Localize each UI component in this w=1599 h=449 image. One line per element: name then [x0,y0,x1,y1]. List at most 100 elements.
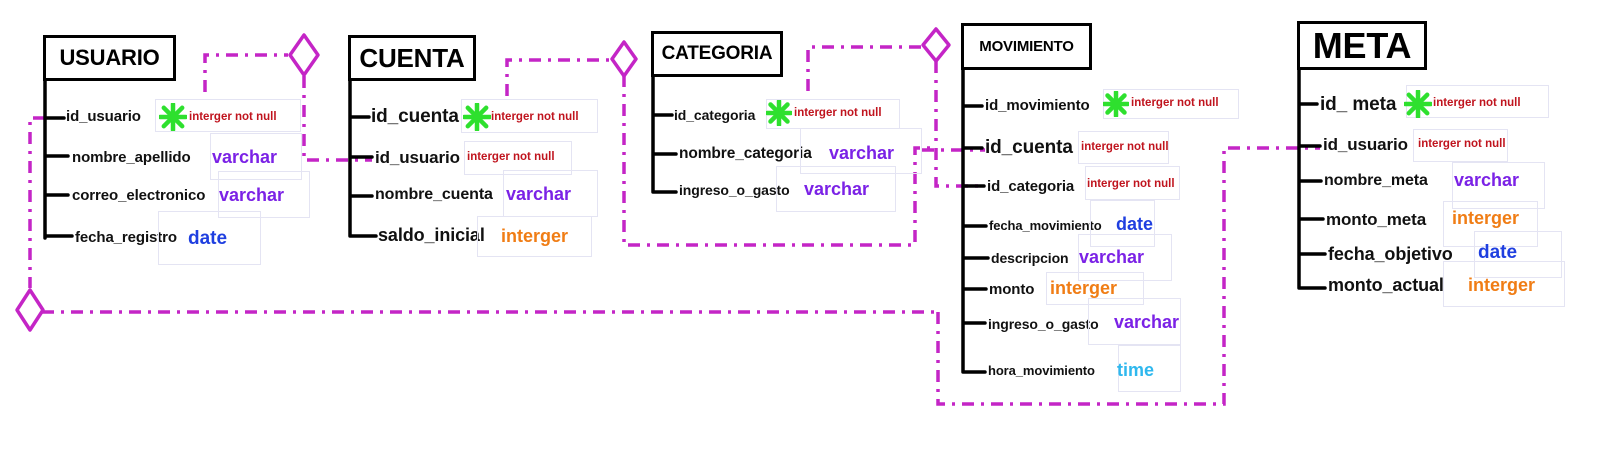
type-interger: interger [1452,208,1520,228]
type-interger: interger [501,226,569,246]
type-box [1443,201,1538,247]
green-asterisk-shape [1402,88,1434,120]
field-usuario-nombre-apellido: nombre_apellido [72,149,191,166]
type-date: date [188,228,228,249]
type-box [1118,345,1181,392]
type-not-null: interger not null [189,111,277,123]
field-cuenta-id-usuario: id_usuario [375,148,460,167]
table-usuario-title: USUARIO [43,35,176,81]
type-varchar: varchar [1114,312,1180,332]
meta-spine [1297,68,1327,290]
field-movimiento-fecha-movimiento: fecha_movimiento [989,218,1102,233]
field-usuario-id-usuario: id_usuario [66,108,141,125]
field-movimiento-id-movimiento: id_movimiento [985,97,1090,114]
field-movimiento-id-cuenta: id_cuenta [985,137,1073,158]
diamond-icon [610,40,638,78]
type-varchar: varchar [829,143,895,163]
field-movimiento-descripcion: descripcion [991,250,1069,266]
type-box [1452,162,1545,209]
field-meta-monto-actual: monto_actual [1328,275,1444,295]
type-box [1443,261,1565,307]
type-box [218,171,310,218]
type-varchar: varchar [212,147,278,167]
asterisk-stroke [1105,93,1127,115]
type-not-null: interger not null [794,107,882,119]
diamond-icon [15,288,45,332]
type-varchar: varchar [219,185,285,205]
type-not-null: interger not null [1433,97,1521,109]
green-asterisk-icon [1402,88,1434,120]
field-usuario-correo-electronico: correo_electronico [72,187,206,204]
type-box [210,133,302,180]
usuario-spine [43,79,74,240]
diamond-icon [288,33,320,77]
type-not-null: interger not null [467,151,555,163]
field-categoria-nombre-categoria: nombre_categoria [679,145,812,162]
categoria-spine [651,75,678,194]
cuenta-categoria-connector [505,58,933,247]
type-box [1046,272,1144,305]
field-usuario-fecha-registro: fecha_registro [75,229,177,246]
type-box [1406,85,1549,118]
type-box [158,211,261,265]
type-box [464,141,572,175]
table-cuenta-title: CUENTA [348,35,476,81]
type-box [776,166,896,212]
field-cuenta-nombre-cuenta: nombre_cuenta [375,186,493,203]
movimiento-meta-connector [936,146,1320,406]
type-box [1078,234,1172,281]
diamond-icon [921,27,951,63]
green-asterisk-shape [157,101,189,133]
movimiento-spine [961,68,990,374]
type-varchar: varchar [804,179,870,199]
green-asterisk-shape [764,98,794,128]
field-meta-id-meta: id_ meta [1320,94,1397,115]
field-movimiento-monto: monto [989,281,1035,298]
cuenta-spine [348,79,378,238]
asterisk-stroke [768,102,790,124]
type-not-null: interger not null [1131,97,1219,109]
table-movimiento-title: MOVIMIENTO [961,23,1092,70]
green-asterisk-icon [157,101,189,133]
usuario-cuenta-connector [203,53,372,162]
type-box [1413,129,1508,162]
type-box [461,99,598,133]
field-cuenta-saldo-inicial: saldo_inicial [378,225,485,245]
type-box [1090,200,1155,247]
field-cuenta-id-cuenta: id_cuenta [371,106,459,127]
type-varchar: varchar [1079,247,1145,267]
field-meta-id-usuario: id_usuario [1323,135,1408,154]
type-box [1078,131,1169,164]
type-time: time [1117,360,1155,380]
type-date: date [1116,214,1154,234]
usuario-meta-connector [28,116,938,314]
type-box [800,128,922,174]
field-categoria-id-categoria: id_categoria [674,107,756,123]
type-box [1474,231,1562,278]
type-not-null: interger not null [491,111,579,123]
green-asterisk-icon [1101,89,1131,119]
type-not-null: interger not null [1087,178,1175,190]
field-movimiento-hora-movimiento: hora_movimiento [988,363,1095,378]
type-date: date [1478,242,1518,263]
asterisk-stroke [161,105,185,129]
field-meta-monto-meta: monto_meta [1326,210,1427,229]
field-movimiento-id-categoria: id_categoria [987,178,1075,195]
type-varchar: varchar [506,184,572,204]
asterisk-stroke [1406,92,1430,116]
type-interger: interger [1468,275,1536,295]
type-box [155,99,301,132]
table-categoria-title: CATEGORIA [651,31,783,77]
field-meta-fecha-objetivo: fecha_objetivo [1328,244,1453,264]
type-box [1085,166,1180,200]
field-meta-nombre-meta: nombre_meta [1324,172,1428,189]
type-box [477,216,592,257]
asterisk-stroke [465,105,489,129]
green-asterisk-icon [461,101,493,133]
green-asterisk-shape [461,101,493,133]
type-varchar: varchar [1454,170,1520,190]
green-asterisk-icon [764,98,794,128]
type-interger: interger [1050,278,1118,298]
table-meta-title: META [1297,21,1427,70]
